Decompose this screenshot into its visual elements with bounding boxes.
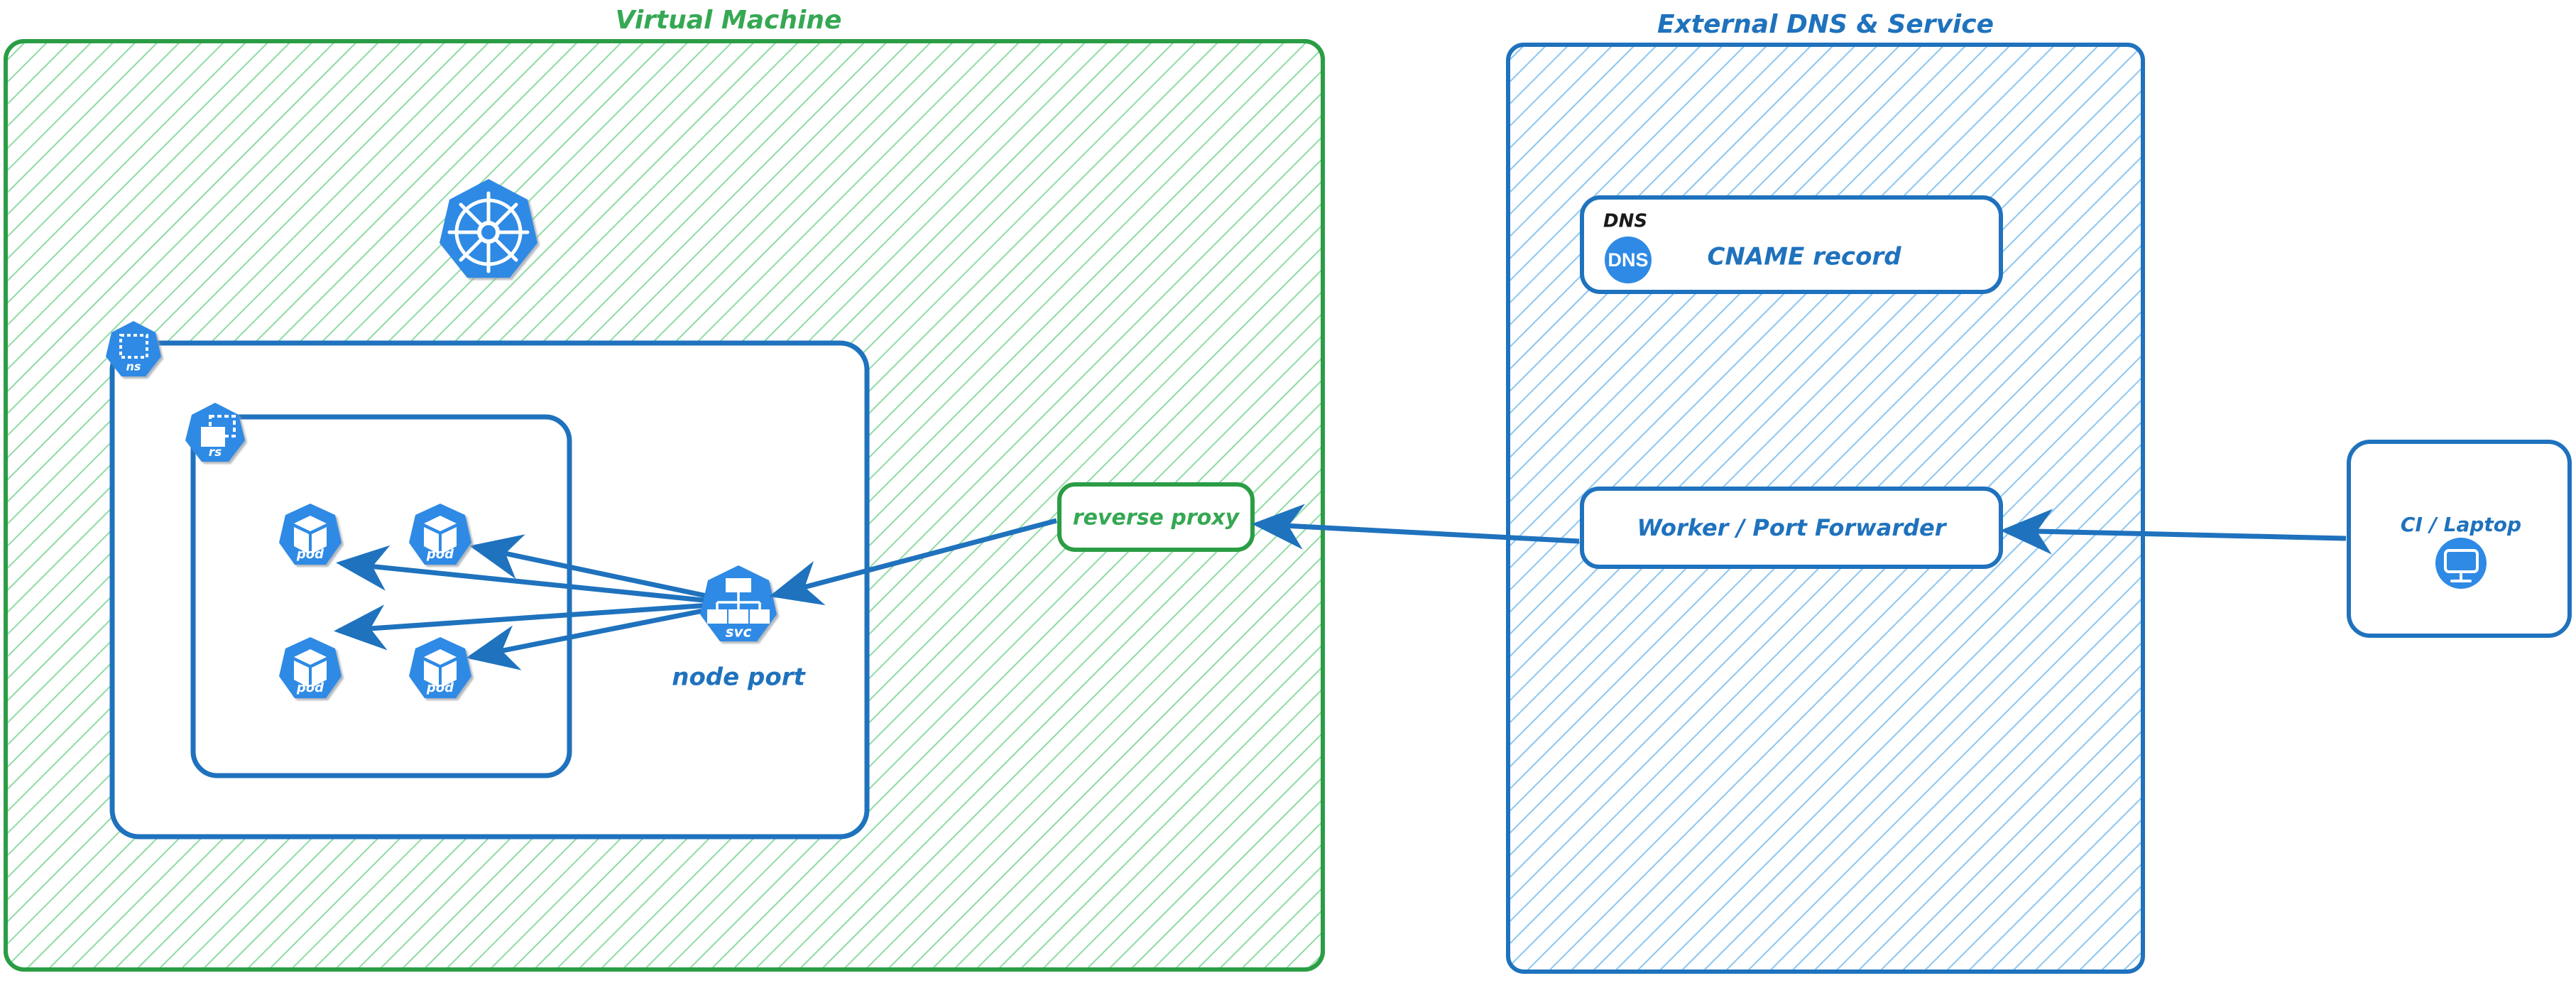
service-tree-glyph — [707, 578, 770, 624]
replicaset-glyph-back — [209, 415, 236, 438]
pod-icon-1: pod — [279, 504, 342, 565]
pod-label: pod — [426, 547, 454, 562]
monitor-icon — [2435, 538, 2487, 589]
pod-cube-glyph — [424, 649, 457, 688]
pod-icon-2: pod — [409, 504, 471, 565]
service-icon: svc — [700, 565, 777, 641]
arrow-svc-to-pod-1 — [336, 545, 711, 604]
arrow-worker-to-reverse-proxy — [1252, 504, 1580, 550]
kubernetes-wheel-icon — [440, 179, 537, 278]
virtual-machine-title: Virtual Machine — [616, 6, 842, 35]
namespace-icon: ns — [106, 321, 161, 376]
replicaset-box — [190, 414, 572, 778]
pod-label: pod — [426, 680, 454, 695]
pod-cube-glyph — [294, 516, 327, 554]
arrow-svc-to-pod-3 — [334, 602, 711, 651]
ci-laptop-box[interactable]: CI / Laptop — [2347, 440, 2572, 638]
pod-cube-glyph — [424, 516, 457, 554]
dns-box-caption: DNS — [1603, 211, 1647, 232]
pod-cube-glyph — [294, 649, 327, 688]
pod-label: pod — [296, 680, 324, 695]
pod-icon-3: pod — [279, 637, 342, 698]
arrow-svc-to-pod-4 — [466, 607, 711, 670]
replicaset-glyph-front — [201, 427, 225, 447]
virtual-machine-border — [4, 39, 1325, 972]
dns-icon — [1605, 237, 1652, 283]
node-port-label: node port — [672, 663, 806, 692]
worker-port-forwarder-box[interactable]: Worker / Port Forwarder — [1580, 487, 2003, 569]
pod-label: pod — [296, 547, 324, 562]
ci-laptop-label: CI / Laptop — [2401, 513, 2521, 536]
dns-record-frame — [1580, 195, 2003, 294]
cname-record-label: CNAME record — [1707, 243, 1901, 271]
reverse-proxy-box[interactable]: reverse proxy — [1057, 482, 1255, 552]
pod-hexagon — [409, 637, 471, 698]
reverse-proxy-label: reverse proxy — [1073, 506, 1240, 531]
pod-icon-4: pod — [409, 637, 471, 698]
arrow-svc-to-pod-2 — [469, 534, 711, 599]
dns-record-box[interactable]: DNS DNS CNAME record — [1580, 195, 2003, 294]
pod-hexagon — [279, 504, 342, 565]
replicaset-label: rs — [209, 445, 222, 460]
pod-hexagon — [279, 637, 342, 698]
service-label: svc — [726, 624, 752, 641]
arrow-reverse-proxy-to-service — [769, 518, 1057, 606]
pod-hexagon — [409, 504, 471, 565]
replicaset-icon: rs — [185, 403, 245, 462]
service-to-pod-arrows — [334, 534, 711, 670]
arrow-ci-laptop-to-worker — [2000, 509, 2347, 555]
external-dns-title: External DNS & Service — [1657, 10, 1994, 39]
namespace-label: ns — [126, 360, 141, 374]
worker-port-forwarder-label: Worker / Port Forwarder — [1637, 514, 1947, 541]
dns-icon-label: DNS — [1608, 249, 1648, 271]
namespace-glyph — [119, 334, 148, 359]
